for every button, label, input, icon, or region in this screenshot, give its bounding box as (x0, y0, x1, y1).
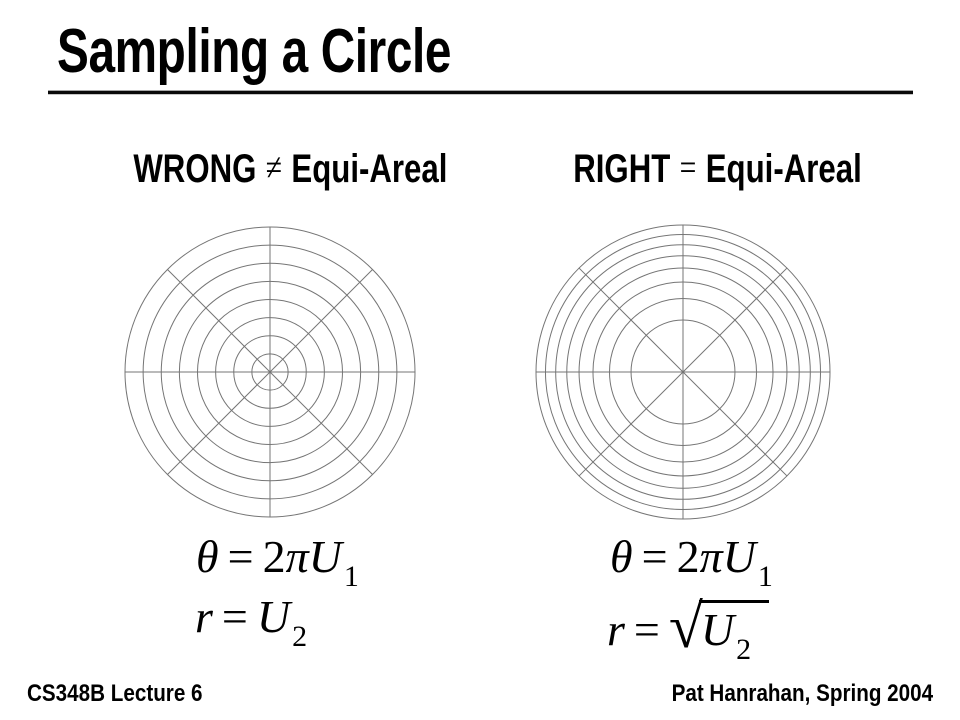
subscript: 1 (343, 560, 359, 593)
not-equal-symbol: ≠ (265, 147, 283, 189)
radical-symbol: √ (668, 593, 703, 661)
footer-course: CS348B Lecture 6 (27, 680, 203, 707)
square-root: √U2 (668, 593, 770, 665)
u-variable: U (256, 591, 291, 642)
equi-areal-label-right: Equi-Areal (705, 147, 862, 191)
u-variable: U (308, 531, 342, 582)
pi-symbol: π (285, 531, 309, 582)
heading-right: RIGHT=Equi-Areal (571, 149, 864, 189)
r-variable: r (195, 591, 213, 642)
formula-r-sqrt-right: r=√U2 (607, 593, 770, 665)
formula-r-left: r=U2 (195, 591, 308, 653)
u-variable: U (700, 604, 735, 655)
polar-grid-equiareal-diagram (535, 224, 831, 520)
r-variable: r (607, 604, 625, 655)
footer-author: Pat Hanrahan, Spring 2004 (671, 680, 933, 707)
subscript: 2 (292, 620, 308, 653)
formula-theta-left: θ=2πU1 (196, 531, 359, 593)
equi-areal-label-left: Equi-Areal (291, 147, 448, 191)
subscript: 2 (736, 633, 752, 666)
title-underline (48, 90, 913, 95)
right-label: RIGHT (573, 147, 671, 191)
subscript: 1 (757, 560, 773, 593)
radicand: U2 (698, 600, 770, 665)
equal-symbol: = (679, 147, 697, 189)
heading-wrong: WRONG≠Equi-Areal (133, 147, 447, 191)
polar-grid-uniform-diagram (124, 226, 416, 518)
page-title: Sampling a Circle (57, 17, 452, 86)
wrong-label: WRONG (133, 147, 257, 191)
formula-theta-right: θ=2πU1 (610, 531, 773, 593)
u-variable: U (722, 531, 756, 582)
theta-symbol: θ (196, 531, 219, 582)
pi-symbol: π (699, 531, 723, 582)
theta-symbol: θ (610, 531, 633, 582)
